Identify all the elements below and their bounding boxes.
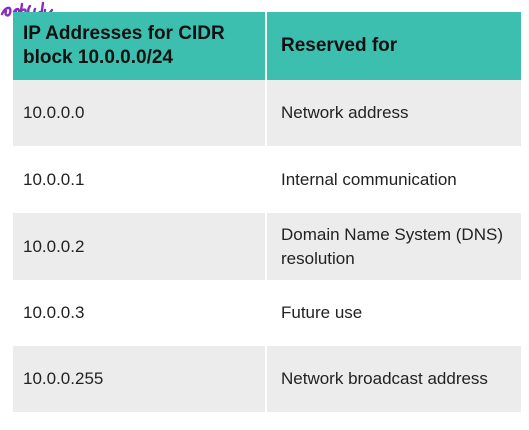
- table-row: 10.0.0.3 Future use: [13, 280, 521, 346]
- ip-cell: 10.0.0.1: [13, 146, 267, 213]
- ip-cell: 10.0.0.255: [13, 346, 267, 412]
- table-row: 10.0.0.0 Network address: [13, 80, 521, 146]
- reserved-cell: Internal communication: [266, 146, 521, 213]
- table-row: 10.0.0.1 Internal communication: [13, 146, 521, 213]
- ip-cell: 10.0.0.0: [13, 80, 267, 146]
- ip-cell: 10.0.0.2: [13, 213, 267, 280]
- reserved-cell: Network address: [266, 80, 521, 146]
- table-row: 10.0.0.255 Network broadcast address: [13, 346, 521, 412]
- table-row: 10.0.0.2 Domain Name System (DNS) resolu…: [13, 213, 521, 280]
- reserved-cell: Domain Name System (DNS) resolution: [266, 213, 521, 280]
- reserved-cell: Future use: [266, 280, 521, 346]
- header-reserved-for: Reserved for: [266, 12, 521, 80]
- header-ip-addresses: IP Addresses for CIDR block 10.0.0.0/24: [13, 12, 267, 80]
- cidr-reserved-table: IP Addresses for CIDR block 10.0.0.0/24 …: [13, 12, 521, 412]
- reserved-cell: Network broadcast address: [266, 346, 521, 412]
- table-header-row: IP Addresses for CIDR block 10.0.0.0/24 …: [13, 12, 521, 80]
- ip-cell: 10.0.0.3: [13, 280, 267, 346]
